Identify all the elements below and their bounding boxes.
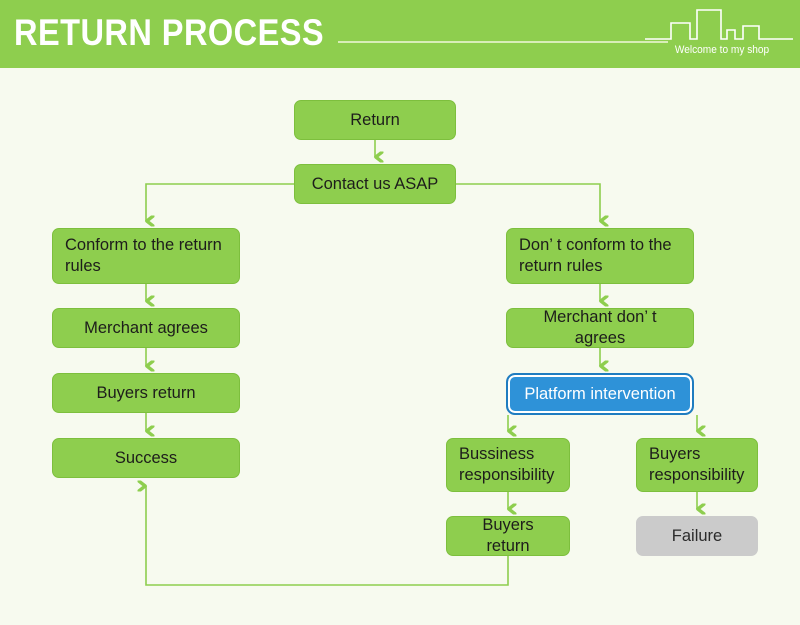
header-tagline: Welcome to my shop [674, 44, 770, 56]
node-bussiness-responsibility[interactable]: Bussiness responsibility [446, 438, 570, 492]
node-return-label: Return [350, 110, 400, 129]
edge-buyers-return-loop-to-success [146, 486, 509, 586]
node-merchant-agrees-label: Merchant agrees [84, 318, 208, 337]
node-dont-conform-to-return-rules[interactable]: Don’ t conform to the return rules [506, 228, 694, 284]
node-failure[interactable]: Failure [636, 516, 758, 556]
page-header: RETURN PROCESS Welcome to my shop [0, 0, 800, 68]
page-title: RETURN PROCESS [14, 12, 325, 53]
node-success[interactable]: Success [52, 438, 240, 478]
node-platform-intervention-label: Platform intervention [524, 384, 676, 403]
node-contact-us-asap[interactable]: Contact us ASAP [294, 164, 456, 204]
edge-contact-to-conform [146, 183, 294, 221]
header-divider-rule [338, 41, 668, 43]
node-merchant-dont-agrees[interactable]: Merchant don’ t agrees [506, 308, 694, 348]
node-buyers-return-bottom-label: Buyers return [482, 516, 534, 555]
node-contact-us-asap-label: Contact us ASAP [311, 174, 439, 193]
node-buyers-return-left-label: Buyers return [96, 383, 196, 402]
node-conform-to-return-rules-label: Conform to the return rules [65, 236, 222, 275]
node-buyers-responsibility[interactable]: Buyers responsibility [636, 438, 758, 492]
node-dont-conform-to-return-rules-label: Don’ t conform to the return rules [519, 236, 672, 275]
node-success-label: Success [114, 448, 178, 467]
node-failure-label: Failure [671, 526, 723, 545]
node-bussiness-responsibility-label: Bussiness responsibility [459, 445, 555, 484]
city-skyline-icon [645, 9, 793, 40]
flowchart-connectors [0, 140, 800, 586]
flowchart-canvas: Return Contact us ASAP Conform to the re… [0, 68, 800, 625]
node-merchant-agrees[interactable]: Merchant agrees [52, 308, 240, 348]
node-return[interactable]: Return [294, 100, 456, 140]
node-buyers-return-bottom[interactable]: Buyers return [446, 516, 570, 556]
node-platform-intervention[interactable]: Platform intervention [506, 373, 694, 415]
edge-contact-to-not-conform [456, 183, 600, 221]
node-buyers-return-left[interactable]: Buyers return [52, 373, 240, 413]
node-conform-to-return-rules[interactable]: Conform to the return rules [52, 228, 240, 284]
node-merchant-dont-agrees-label: Merchant don’ t agrees [543, 308, 657, 347]
node-buyers-responsibility-label: Buyers responsibility [649, 445, 745, 484]
